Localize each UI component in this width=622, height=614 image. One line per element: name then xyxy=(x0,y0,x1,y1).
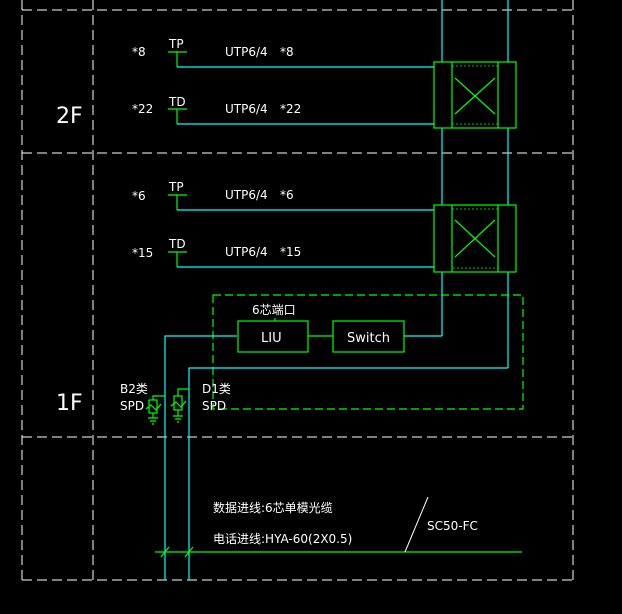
conduit-tick-1 xyxy=(160,546,170,558)
floor-label-2f: 2F xyxy=(56,104,83,129)
outlet-row-8: *8 TP UTP6/4 *8 xyxy=(132,37,434,68)
port-label: 6芯端口 xyxy=(252,303,296,317)
outlet-row-6: *6 TP UTP6/4 *6 xyxy=(132,180,434,211)
outlet-type: TP xyxy=(168,180,184,194)
outlet-number: *15 xyxy=(132,246,153,260)
outlet-symbol xyxy=(168,251,187,267)
spd-zigzag xyxy=(170,400,187,408)
liu-label: LIU xyxy=(261,331,282,346)
floor-grid xyxy=(21,0,574,581)
outlet-number: *22 xyxy=(132,102,153,116)
spd-zigzag xyxy=(145,403,162,411)
spd-lead xyxy=(177,388,189,396)
cable-type: UTP6/4 xyxy=(225,102,268,116)
frame-cross-b xyxy=(454,77,496,115)
cable-type: UTP6/4 xyxy=(225,188,268,202)
phone-route xyxy=(188,367,508,580)
spd-b2-name: SPD xyxy=(120,399,144,413)
spd-b2 xyxy=(145,395,165,425)
incoming-routes xyxy=(164,335,508,580)
conduit-leader xyxy=(404,496,429,553)
cable-type: UTP6/4 xyxy=(225,245,268,259)
outlet-number: *8 xyxy=(132,45,146,59)
spd-d1-class: D1类 xyxy=(202,382,231,396)
outlet-type: TD xyxy=(168,237,186,251)
equipment-room-outline xyxy=(212,294,524,410)
outlet-number: *6 xyxy=(132,189,146,203)
cable-ref: *15 xyxy=(280,245,301,259)
cable-ref: *6 xyxy=(280,188,294,202)
outlet-type: TP xyxy=(168,37,184,51)
ground-icon xyxy=(148,413,158,425)
conduit-tick-2 xyxy=(184,546,194,558)
switch-box[interactable]: Switch xyxy=(332,320,405,353)
frame-outer xyxy=(433,61,517,129)
spd-lead xyxy=(152,395,165,400)
riser-cables xyxy=(441,0,509,368)
outlet-symbol xyxy=(168,194,187,210)
spd-d1-name: SPD xyxy=(202,399,226,413)
frame-outer xyxy=(433,204,517,273)
cable-ref: *22 xyxy=(280,102,301,116)
outlets: *8 TP UTP6/4 *8 *22 TD UTP6/4 *22 *6 TP … xyxy=(132,37,434,268)
cable-type: UTP6/4 xyxy=(225,45,268,59)
outlet-row-22: *22 TD UTP6/4 *22 xyxy=(132,95,434,125)
fiber-route xyxy=(164,335,237,580)
switch-label: Switch xyxy=(347,331,390,346)
floor-label-1f: 1F xyxy=(56,391,83,416)
liu-box[interactable]: LIU xyxy=(237,320,309,353)
conduit-label: SC50-FC xyxy=(427,519,478,533)
phone-incoming-label: 电话进线:HYA-60(2X0.5) xyxy=(213,532,352,546)
outlet-row-15: *15 TD UTP6/4 *15 xyxy=(132,237,434,268)
ground-icon xyxy=(173,410,183,423)
data-incoming-label: 数据进线:6芯单模光缆 xyxy=(213,500,333,515)
spd-d1 xyxy=(170,388,189,423)
frame-inner xyxy=(451,65,499,125)
frame-cross-b xyxy=(454,219,496,258)
spd-b2-class: B2类 xyxy=(120,382,148,396)
distribution-frame-2f xyxy=(433,61,517,129)
outlet-type: TD xyxy=(168,95,186,109)
distribution-frame-1f xyxy=(433,204,517,273)
cable-ref: *8 xyxy=(280,45,294,59)
outlet-symbol xyxy=(168,51,187,67)
outlet-symbol xyxy=(168,108,187,124)
